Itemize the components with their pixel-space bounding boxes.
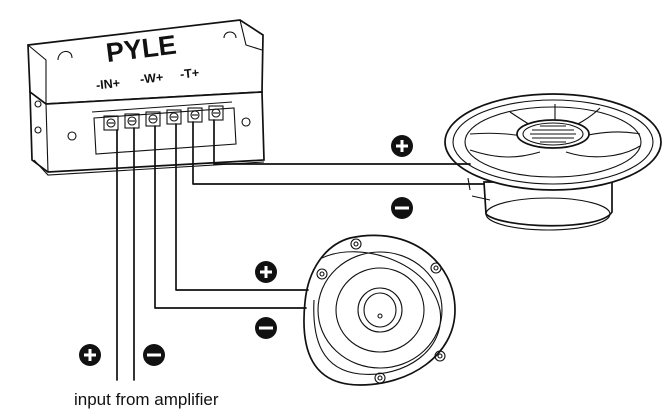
terminal-label-woofer: -W+ [139,70,164,86]
input-caption: input from amplifier [74,390,219,409]
woofer-speaker [444,93,662,231]
tweeter-positive-marker: + [255,261,277,283]
tweeter-speaker [303,234,456,386]
crossover-box [27,19,265,176]
terminal-screw [145,111,161,127]
woofer-positive-wire [213,119,471,165]
input-negative-marker: − [143,344,165,366]
tweeter-negative-wire [154,125,307,309]
terminal-screw [124,113,140,129]
woofer-center-grille [530,125,576,143]
terminal-screw [187,107,203,123]
tweeter-negative-marker: − [255,317,277,339]
terminal-screw [103,115,119,131]
terminal-screws [103,105,224,131]
woofer-positive-marker: + [391,135,413,157]
woofer-negative-marker: − [391,197,413,219]
input-positive-marker: + [79,344,101,366]
terminal-label-input: -IN+ [95,76,120,92]
terminal-screw [208,105,224,121]
tweeter-positive-wire [175,123,309,291]
terminal-screw [166,109,182,125]
terminal-label-tweeter: -T+ [179,66,199,82]
wires [116,119,485,381]
woofer-negative-wire [192,121,485,185]
